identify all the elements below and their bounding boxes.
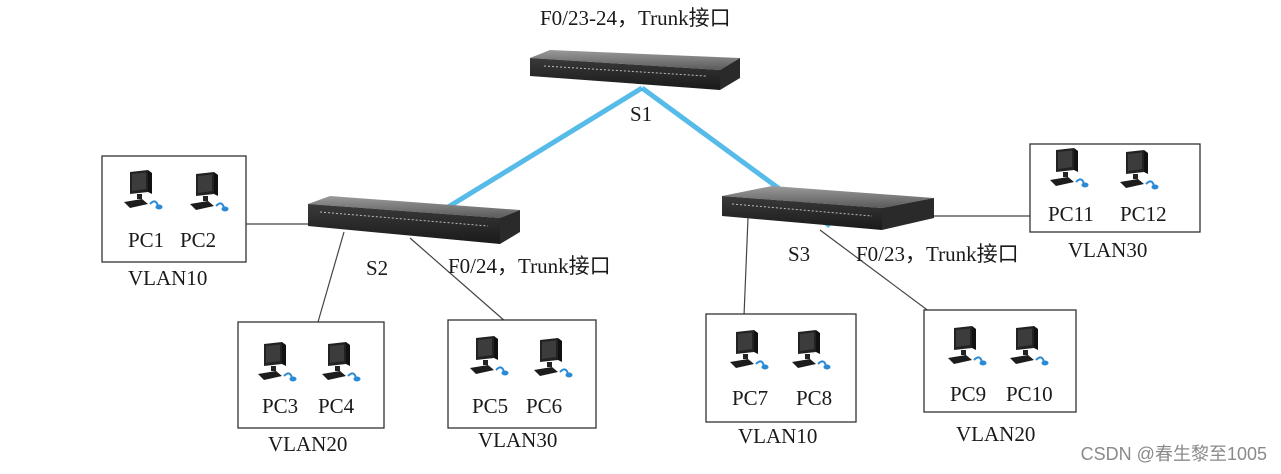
switch-s2	[308, 196, 520, 244]
pc-group-vlan30-left	[447, 319, 597, 429]
link-s3-vlan10	[743, 217, 749, 317]
pc-label: PC4	[318, 394, 355, 418]
pc-label: PC7	[732, 386, 769, 410]
s1-label: S1	[630, 102, 653, 126]
vlan-label: VLAN20	[268, 432, 348, 456]
pc-label: PC9	[950, 382, 987, 406]
pc-group-vlan20-right	[923, 309, 1077, 413]
vlan-label: VLAN30	[1068, 238, 1148, 262]
pc-group-vlan20-left	[237, 321, 385, 429]
vlan-label: VLAN30	[478, 428, 558, 452]
pc-label: PC11	[1048, 202, 1094, 226]
vlan-label: VLAN20	[956, 422, 1036, 446]
pc-label: PC2	[180, 228, 217, 252]
vlan-label: VLAN10	[738, 424, 818, 448]
s2-label: S2	[366, 256, 389, 280]
pc-label: PC6	[526, 394, 563, 418]
s3-port-note: F0/23，Trunk接口	[856, 242, 1019, 266]
vlan-label: VLAN10	[128, 266, 208, 290]
s2-port-note: F0/24，Trunk接口	[448, 254, 611, 278]
pc-label: PC5	[472, 394, 509, 418]
trunk-link-s1-s2	[438, 85, 644, 215]
pc-group-vlan10-right	[705, 313, 857, 423]
pc-label: PC1	[128, 228, 165, 252]
pc-label: PC12	[1120, 202, 1167, 226]
s3-label: S3	[788, 242, 811, 266]
s1-port-note: F0/23-24，Trunk接口	[540, 6, 731, 30]
link-s2-vlan30	[409, 237, 507, 323]
switch-s3	[722, 186, 934, 230]
pc-label: PC10	[1006, 382, 1053, 406]
pc-label: PC3	[262, 394, 299, 418]
link-s2-vlan20	[317, 231, 345, 323]
pc-group-vlan30-right	[1029, 143, 1201, 233]
access-links	[246, 215, 1030, 323]
pc-group-vlan10-left	[101, 155, 247, 263]
watermark: CSDN @春生黎至1005	[1080, 444, 1267, 464]
pc-label: PC8	[796, 386, 833, 410]
link-s3-vlan20	[819, 229, 931, 313]
switch-s1	[530, 50, 740, 90]
